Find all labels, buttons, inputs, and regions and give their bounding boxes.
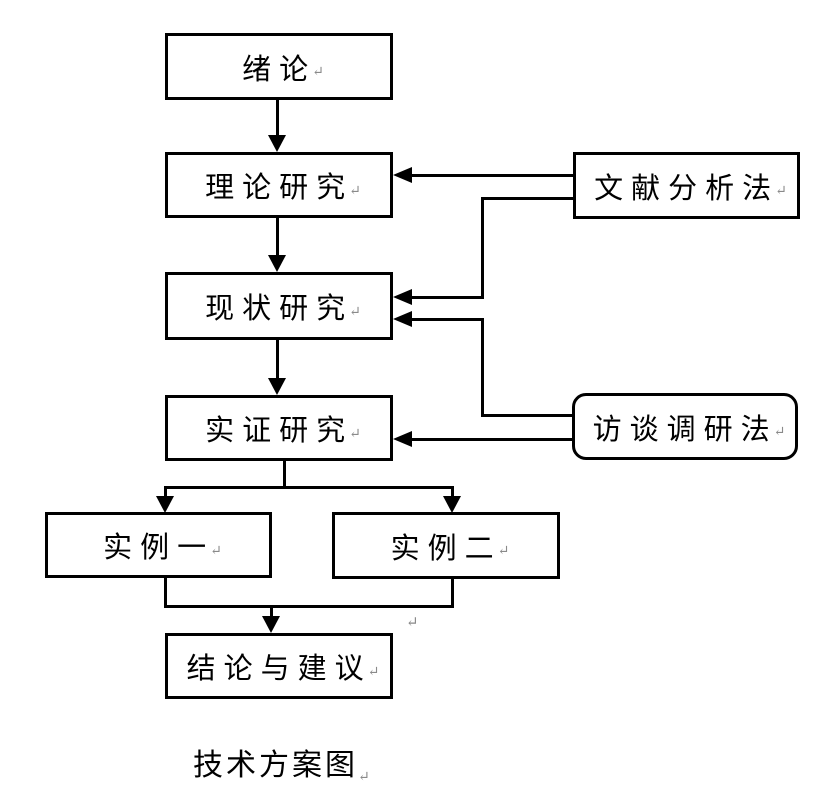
node-status-label: 现状研究 [205,293,354,325]
node-intro: 绪论↵ [165,33,393,100]
edge-literature-status-line-bottom [411,296,484,299]
edge-theory-status-arrowhead [268,255,286,272]
paragraph-mark: ↵ [367,664,380,680]
node-case1: 实例一↵ [45,512,272,578]
paragraph-mark: ↵ [349,304,361,320]
edge-interview-empirical-arrowhead [393,431,412,447]
edge-literature-theory-line [411,174,573,177]
stray-paragraph-mark: ↵ [406,615,419,631]
paragraph-mark: ↵ [775,184,787,199]
edge-case2-merge-line [451,578,454,608]
paragraph-mark: ↵ [497,544,510,559]
node-case1-label: 实例一 [103,532,215,564]
edge-interview-status-arrowhead [393,311,412,327]
edge-literature-theory-arrowhead [393,167,412,183]
edge-literature-status-line-vertical [481,197,484,299]
edge-empirical-split-crossbar [164,486,454,489]
node-case2: 实例二↵ [332,512,560,579]
node-literature: 文献分析法↵ [573,152,800,219]
edge-case1-merge-line [164,578,167,608]
edge-status-empirical-line [276,340,279,379]
edge-merge-crossbar [164,605,454,608]
node-interview-label: 访谈调研法 [592,413,778,446]
paragraph-mark: ↵ [358,770,370,785]
edge-empirical-case1-arrowhead [156,496,174,513]
edge-interview-status-line-top [411,318,484,321]
edge-empirical-case1-stub [164,488,167,498]
node-intro-label: 绪论 [242,53,317,86]
diagram-caption-text: 技术方案图 [193,749,358,782]
edge-merge-conclusion-arrowhead [262,616,280,633]
edge-theory-status-line [276,218,279,257]
node-case2-label: 实例二 [390,532,502,565]
paragraph-mark: ↵ [312,65,324,80]
edge-intro-theory-arrowhead [268,135,286,152]
edge-interview-status-line-vertical [481,318,484,417]
node-conclusion: 结论与建议↵ [165,633,393,699]
paragraph-mark: ↵ [210,543,222,559]
node-empirical: 实证研究↵ [165,395,393,461]
paragraph-mark: ↵ [349,426,361,442]
node-theory: 理论研究↵ [165,152,393,218]
node-empirical-label: 实证研究 [205,415,354,447]
node-literature-label: 文献分析法 [594,172,780,205]
edge-interview-empirical-line [411,438,572,441]
diagram-caption: 技术方案图↵ [193,740,370,785]
edge-empirical-split-stem [283,461,286,489]
edge-empirical-case2-arrowhead [443,496,461,513]
edge-literature-status-arrowhead [393,289,412,305]
edge-status-empirical-arrowhead [268,378,286,395]
node-status: 现状研究↵ [165,272,393,340]
edge-literature-status-line-top [481,197,573,200]
node-conclusion-label: 结论与建议 [186,653,372,685]
edge-empirical-case2-stub [451,488,454,498]
edge-intro-theory-line [276,100,279,136]
node-interview: 访谈调研法↵ [572,393,798,460]
edge-merge-conclusion-stub [270,607,273,618]
paragraph-mark: ↵ [773,425,786,440]
node-theory-label: 理论研究 [205,172,354,204]
edge-interview-status-line-bottom [481,414,572,417]
paragraph-mark: ↵ [349,183,361,199]
